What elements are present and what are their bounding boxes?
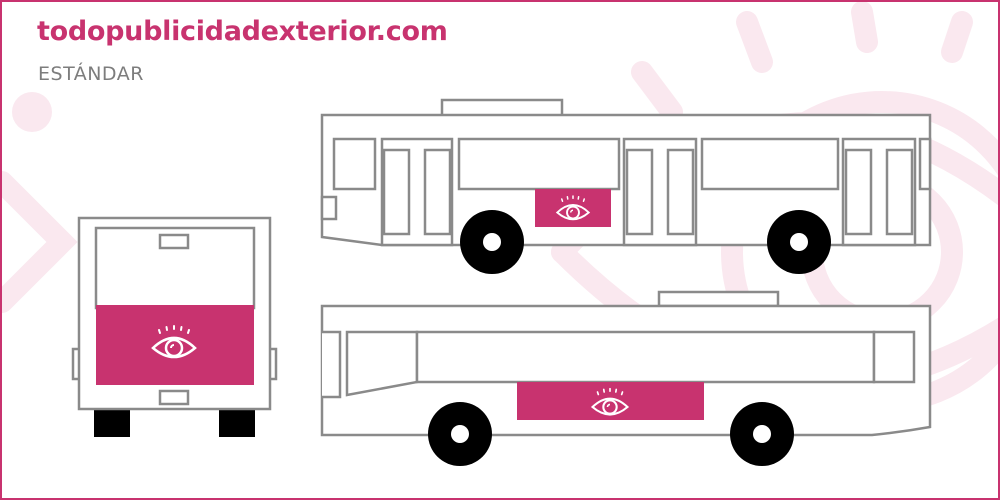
brand-title: todopublicidadexterior.com [37,16,448,47]
bus-side-view-left [320,98,932,274]
format-subtitle: ESTÁNDAR [38,63,144,85]
ad-panel-side-small [535,189,611,227]
bus-side-view-right [320,290,932,466]
bus-rear-view [71,216,278,437]
ad-panel-rear [96,305,254,385]
